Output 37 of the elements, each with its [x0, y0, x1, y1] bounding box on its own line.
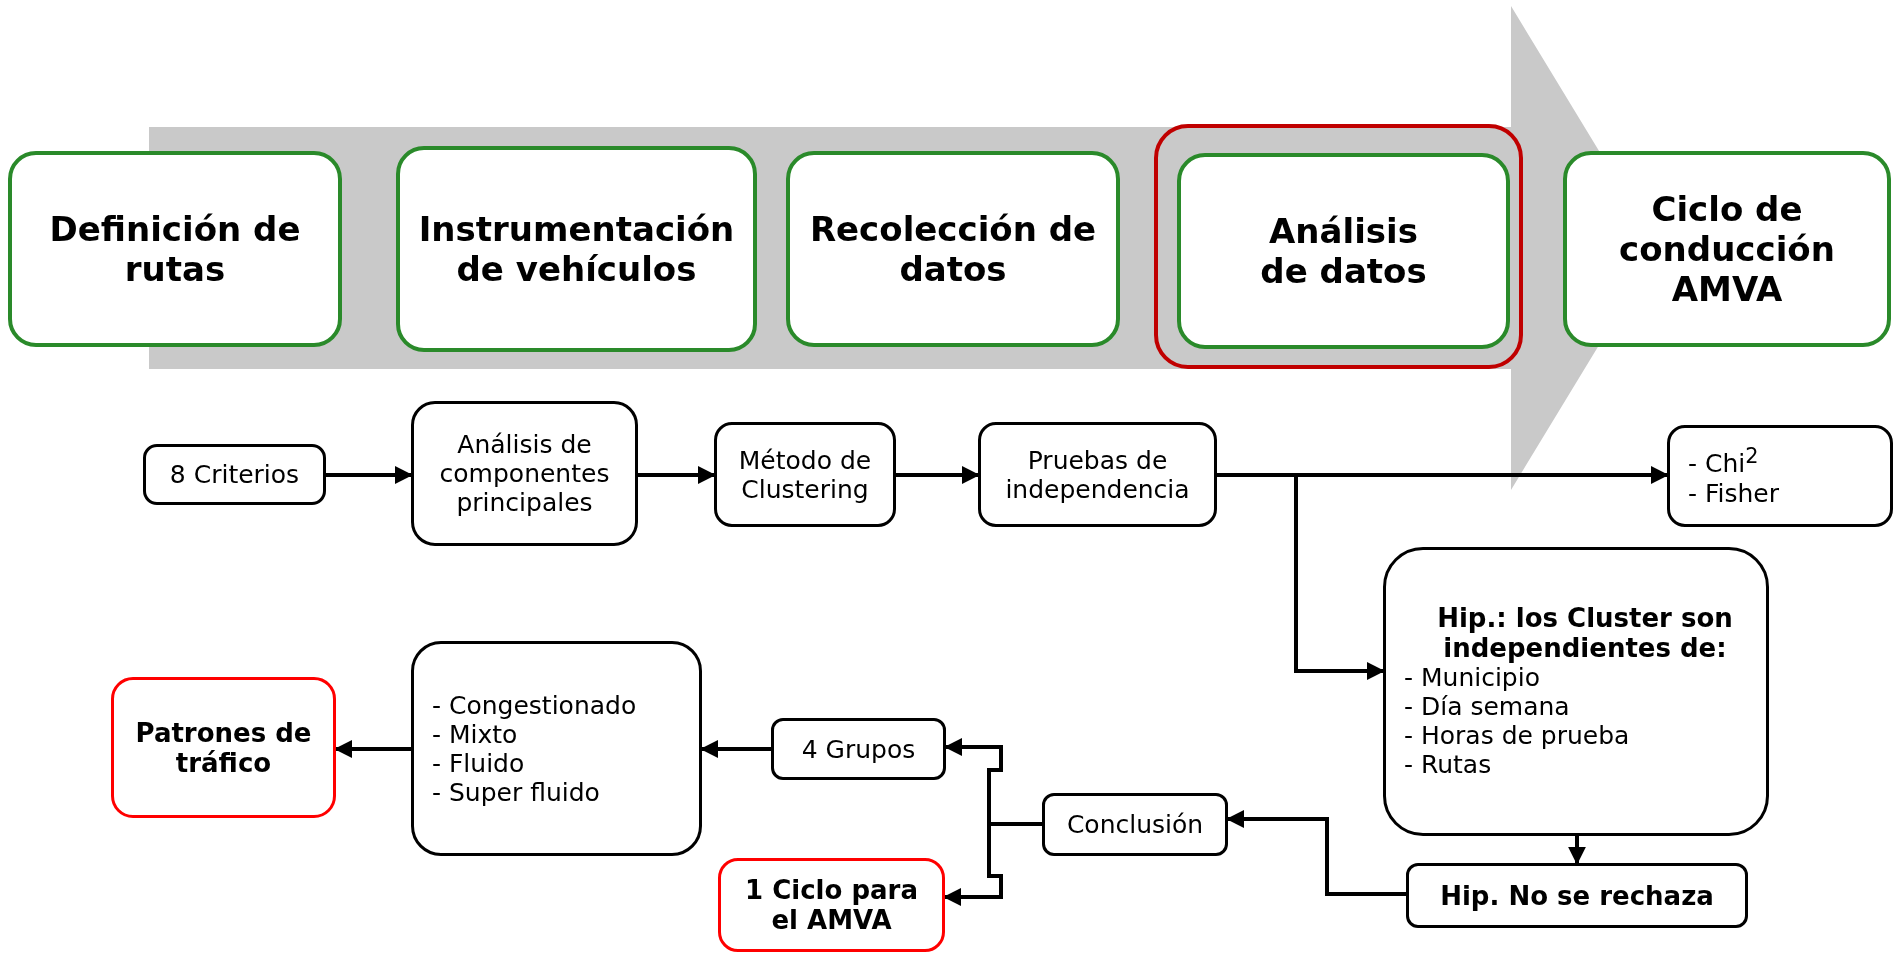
result-box: Hip. No se rechaza: [1406, 863, 1748, 928]
process-box: 4 Grupos: [771, 718, 946, 780]
stage-box: Recolección de datos: [786, 151, 1120, 347]
process-box: Conclusión: [1042, 793, 1228, 856]
list-item: - Mixto: [432, 719, 518, 749]
arrow: [1568, 836, 1586, 865]
stage-box: Definición de rutas: [8, 151, 342, 347]
hypothesis-box: [1383, 547, 1769, 836]
arrow: [943, 822, 1042, 906]
arrow: [1226, 810, 1406, 896]
list-item: - Horas de prueba: [1404, 721, 1630, 751]
list-item: - Día semana: [1404, 692, 1570, 722]
arrow: [326, 466, 413, 484]
arrow: [638, 466, 716, 484]
process-box: Método de Clustering: [714, 422, 896, 527]
list-box: [411, 641, 702, 856]
stage-box: Análisis de datos: [1177, 153, 1510, 349]
list-box: [1667, 425, 1893, 527]
arrow: [700, 740, 771, 758]
list-item: - Fisher: [1688, 478, 1779, 508]
stage-box: Instrumentación de vehículos: [396, 146, 757, 352]
list-item: - Congestionado: [432, 690, 637, 720]
list-item: - Rutas: [1404, 750, 1492, 780]
box-heading: Hip.: los Cluster son independientes de:: [1436, 603, 1734, 664]
process-box: 8 Criterios: [143, 444, 326, 505]
list-item: - Chi$^{2}$: [1688, 444, 1759, 479]
output-box: Patrones de tráfico: [111, 677, 336, 818]
process-box: Análisis de componentes principales: [411, 401, 638, 546]
list-item: - Fluido: [432, 748, 525, 778]
output-box: 1 Ciclo para el AMVA: [718, 858, 945, 952]
process-box: Pruebas de independencia: [978, 422, 1217, 527]
arrow: [896, 466, 980, 484]
list-item: - Municipio: [1404, 663, 1540, 693]
list-item: - Super fluido: [432, 777, 600, 807]
highlight-frame: [1154, 124, 1523, 369]
stage-box: Ciclo de conducción AMVA: [1563, 151, 1891, 347]
arrow: [334, 740, 411, 758]
